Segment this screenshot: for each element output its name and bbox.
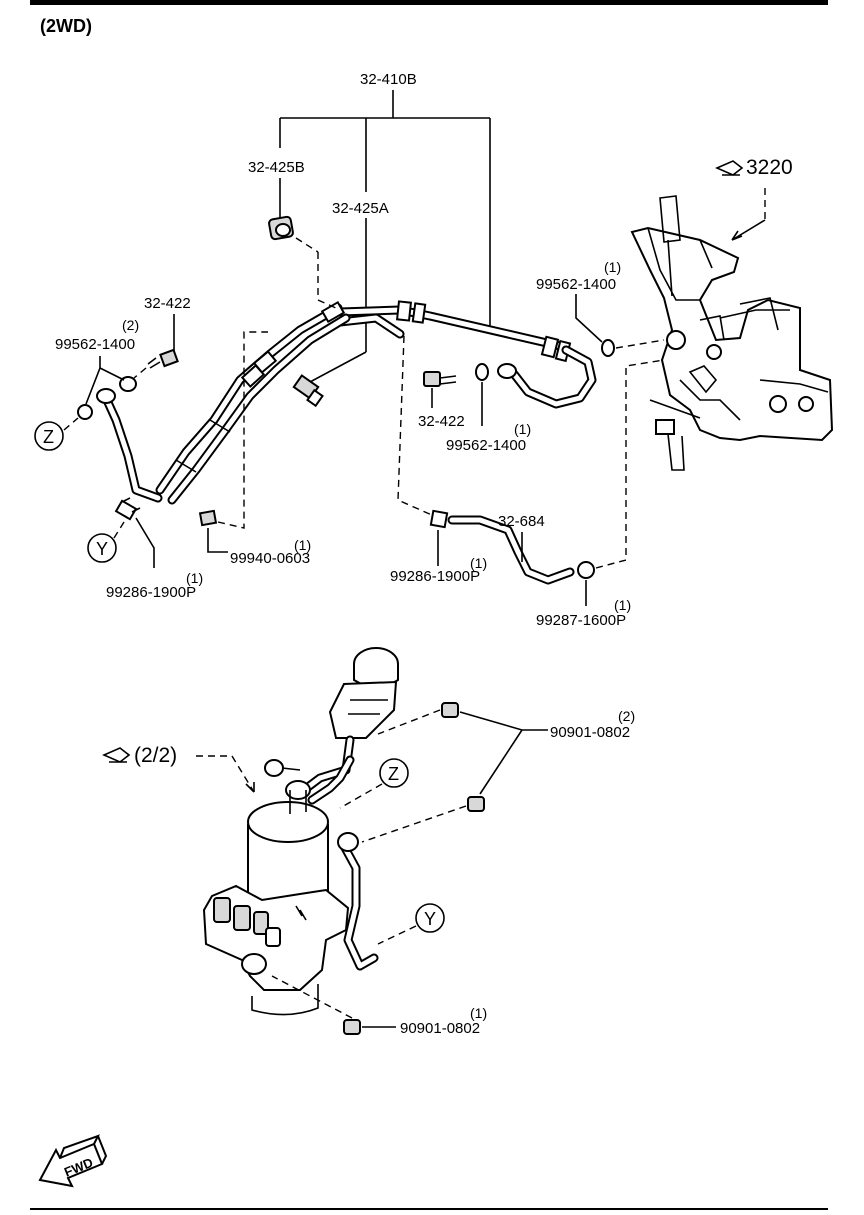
nut-small-dash	[217, 331, 268, 529]
qty-pump-nut-lower: (1)	[470, 1005, 487, 1021]
bottom-rule	[30, 1208, 828, 1210]
label-pump-nut-lower: 90901-0802	[400, 1020, 480, 1037]
clamp-left	[114, 497, 141, 521]
qty-pump-nut-upper: (2)	[618, 708, 635, 724]
qty-washer-left: (2)	[122, 317, 139, 333]
z-pump-dash	[339, 783, 383, 809]
label-32-422-mid: 32-422	[418, 413, 465, 430]
nut-small	[198, 509, 218, 527]
clamp-mid	[429, 509, 449, 529]
variant-label: (2WD)	[40, 16, 92, 36]
steering-pointer-icon	[715, 160, 744, 176]
pump-ref-dash	[196, 755, 255, 793]
leader-clamp-left	[135, 517, 155, 568]
return-hose	[447, 515, 575, 585]
label-32-410b: 32-410B	[360, 71, 417, 88]
leader-32-410b	[279, 90, 491, 327]
return-dash-right	[595, 359, 665, 569]
label-32-425a: 32-425A	[332, 200, 389, 217]
leader-pump-nut-upper	[459, 711, 548, 795]
washer-mid	[475, 363, 489, 381]
pipe-to-z	[96, 388, 163, 503]
qty-clamp-left: (1)	[186, 570, 203, 586]
connector-y-pump[interactable]: Y	[415, 903, 445, 933]
pump-nut-upper-a	[441, 702, 459, 718]
bolt-left-dash	[133, 367, 147, 379]
svg-text:Z: Z	[388, 764, 399, 784]
y-pump-dash	[377, 925, 417, 945]
qty-nut-small: (1)	[294, 537, 311, 553]
leader-nut-small	[207, 528, 228, 553]
label-washer-right: 99562-1400	[536, 276, 616, 293]
bolt-mid	[423, 371, 457, 387]
label-pump-nut-upper: 90901-0802	[550, 724, 630, 741]
qty-clamp-mid: (1)	[470, 555, 487, 571]
label-clamp-right: 99287-1600P	[536, 612, 626, 629]
washer-left-b	[77, 404, 93, 420]
hose-b-dash-3	[317, 299, 337, 309]
connector-y-left[interactable]: Y	[87, 533, 117, 563]
pressure-switch	[292, 374, 324, 408]
label-washer-left: 99562-1400	[55, 336, 135, 353]
hose-main-left	[155, 300, 351, 505]
pump-nut-lower	[343, 1019, 361, 1035]
y-left-dash	[113, 521, 125, 539]
label-32-684: 32-684	[498, 513, 545, 530]
connector-z-pump[interactable]: Z	[379, 758, 409, 788]
top-rule	[30, 0, 828, 5]
label-nut-small: 99940-0603	[230, 550, 310, 567]
connector-z-left[interactable]: Z	[34, 421, 64, 451]
pump-ref-arrow	[245, 782, 255, 793]
pressure-pipe	[335, 300, 597, 409]
nut-upper-b-dash	[361, 805, 467, 843]
label-washer-mid: 99562-1400	[446, 437, 526, 454]
fwd-arrow-icon	[38, 1134, 108, 1188]
steering-leader-arrow	[731, 219, 766, 241]
hose-b-dash	[295, 237, 319, 253]
nut-lower-dash	[271, 975, 353, 1019]
svg-text:Z: Z	[43, 427, 54, 447]
qty-clamp-right: (1)	[614, 597, 631, 613]
electric-pump	[202, 647, 399, 1016]
label-32-425b: 32-425B	[248, 159, 305, 176]
washer-right-dash	[615, 339, 665, 349]
svg-text:Y: Y	[424, 909, 436, 929]
label-clamp-mid: 99286-1900P	[390, 568, 480, 585]
steering-ref-label[interactable]: 3220	[746, 156, 793, 179]
z-left-dash	[63, 417, 79, 431]
leader-washer-left	[85, 356, 125, 405]
label-clamp-left: 99286-1900P	[106, 584, 196, 601]
svg-text:Y: Y	[96, 539, 108, 559]
hose-b-fitting	[268, 215, 294, 241]
qty-washer-right: (1)	[604, 259, 621, 275]
leader-washer-right	[575, 294, 603, 343]
pump-nut-upper-b	[467, 796, 485, 812]
washer-left-a	[119, 376, 137, 392]
pump-pointer-icon	[102, 747, 131, 763]
steering-gear	[630, 195, 834, 471]
clamp-right	[577, 561, 595, 579]
bolt-left	[147, 348, 179, 369]
qty-washer-mid: (1)	[514, 421, 531, 437]
pump-ref-label[interactable]: (2/2)	[134, 744, 177, 767]
label-32-422-left: 32-422	[144, 295, 191, 312]
washer-right	[601, 339, 615, 357]
leader-switch	[309, 351, 367, 383]
return-dash-left	[397, 335, 435, 517]
